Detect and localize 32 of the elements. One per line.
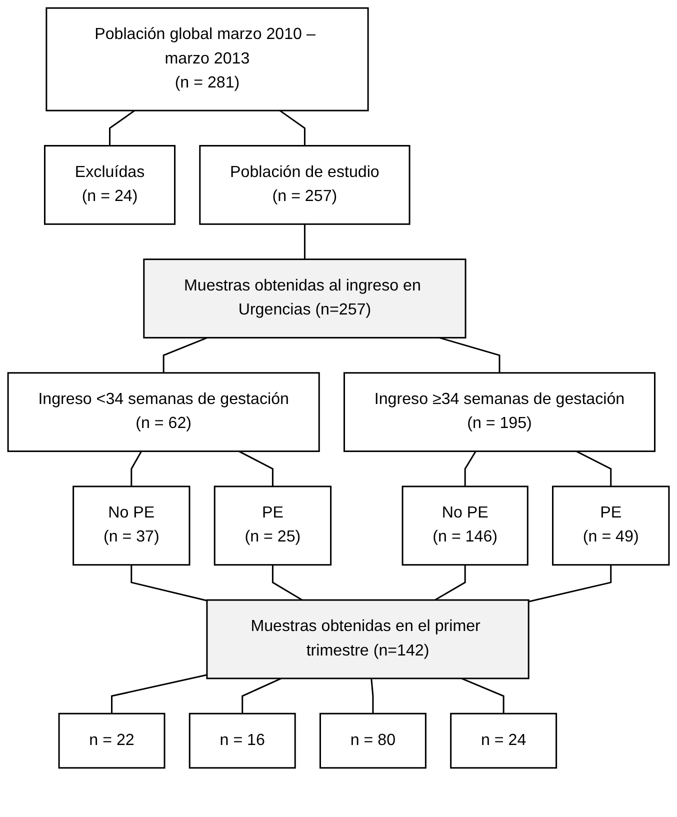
connector [238, 450, 274, 486]
node-box: n = 16 [188, 712, 296, 769]
node-box: No PE (n = 37) [72, 486, 190, 566]
node-box: Población global marzo 2010 – marzo 2013 (n = 281) [46, 7, 369, 112]
connector [304, 224, 306, 260]
connector [464, 450, 476, 486]
node-box: Ingreso <34 semanas de gestación (n = 62) [7, 372, 320, 452]
node-box: PE (n = 25) [214, 486, 332, 566]
connector [461, 678, 504, 714]
node-box: Muestras obtenidas al ingreso en Urgencias (n=257) [143, 258, 466, 338]
node-box: PE (n = 49) [552, 486, 670, 566]
connector [438, 336, 500, 373]
connector [434, 564, 466, 601]
node-box: Población de estudio (n = 257) [199, 144, 410, 225]
node-box: n = 24 [450, 712, 558, 769]
node-box: Muestras obtenidas en el primer trimestre (n=142) [206, 599, 530, 680]
node-box: Excluídas (n = 24) [44, 144, 176, 225]
connector [242, 678, 282, 714]
connector [272, 564, 303, 601]
connector [576, 450, 612, 486]
node-box: No PE (n = 146) [402, 486, 528, 566]
node-box: Ingreso ≥34 semanas de gestación (n = 195) [344, 372, 656, 452]
connector [130, 450, 142, 486]
connector [111, 674, 208, 714]
connector [370, 678, 374, 714]
node-box: n = 22 [58, 712, 166, 769]
connector [109, 110, 136, 146]
connector [130, 564, 208, 602]
connector [162, 337, 208, 373]
node-box: n = 80 [319, 712, 426, 769]
connector [528, 564, 612, 602]
connector [279, 110, 306, 146]
